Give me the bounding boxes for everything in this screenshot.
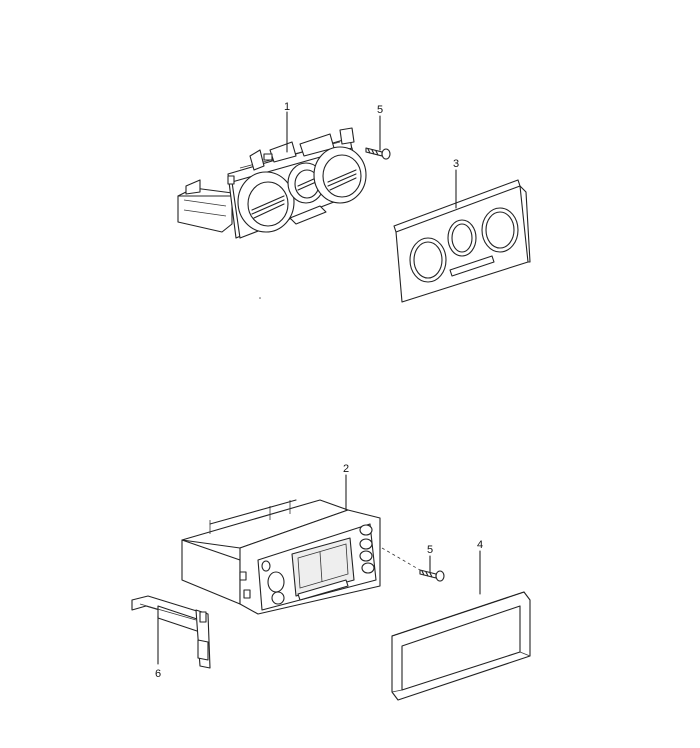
callout-5-top: 5 xyxy=(377,104,383,116)
callout-4: 4 xyxy=(477,539,483,551)
part-6-bracket xyxy=(131,595,211,669)
part-5a-screw xyxy=(365,147,391,160)
part-1-control-panel xyxy=(177,127,367,239)
part-3-trim-panel xyxy=(393,179,531,303)
callout-2: 2 xyxy=(343,463,349,475)
part-2-climate-unit xyxy=(181,499,381,615)
callout-5-bottom: 5 xyxy=(427,544,433,556)
callout-3: 3 xyxy=(453,158,459,170)
callout-labels: 1 2 3 4 5 5 6 xyxy=(155,101,483,680)
part-4-trim-frame xyxy=(391,591,531,701)
leader-lines xyxy=(157,111,481,665)
callout-6: 6 xyxy=(155,668,161,680)
callout-1: 1 xyxy=(284,101,290,113)
part-5b-screw xyxy=(419,569,445,582)
stray-mark xyxy=(259,297,261,299)
